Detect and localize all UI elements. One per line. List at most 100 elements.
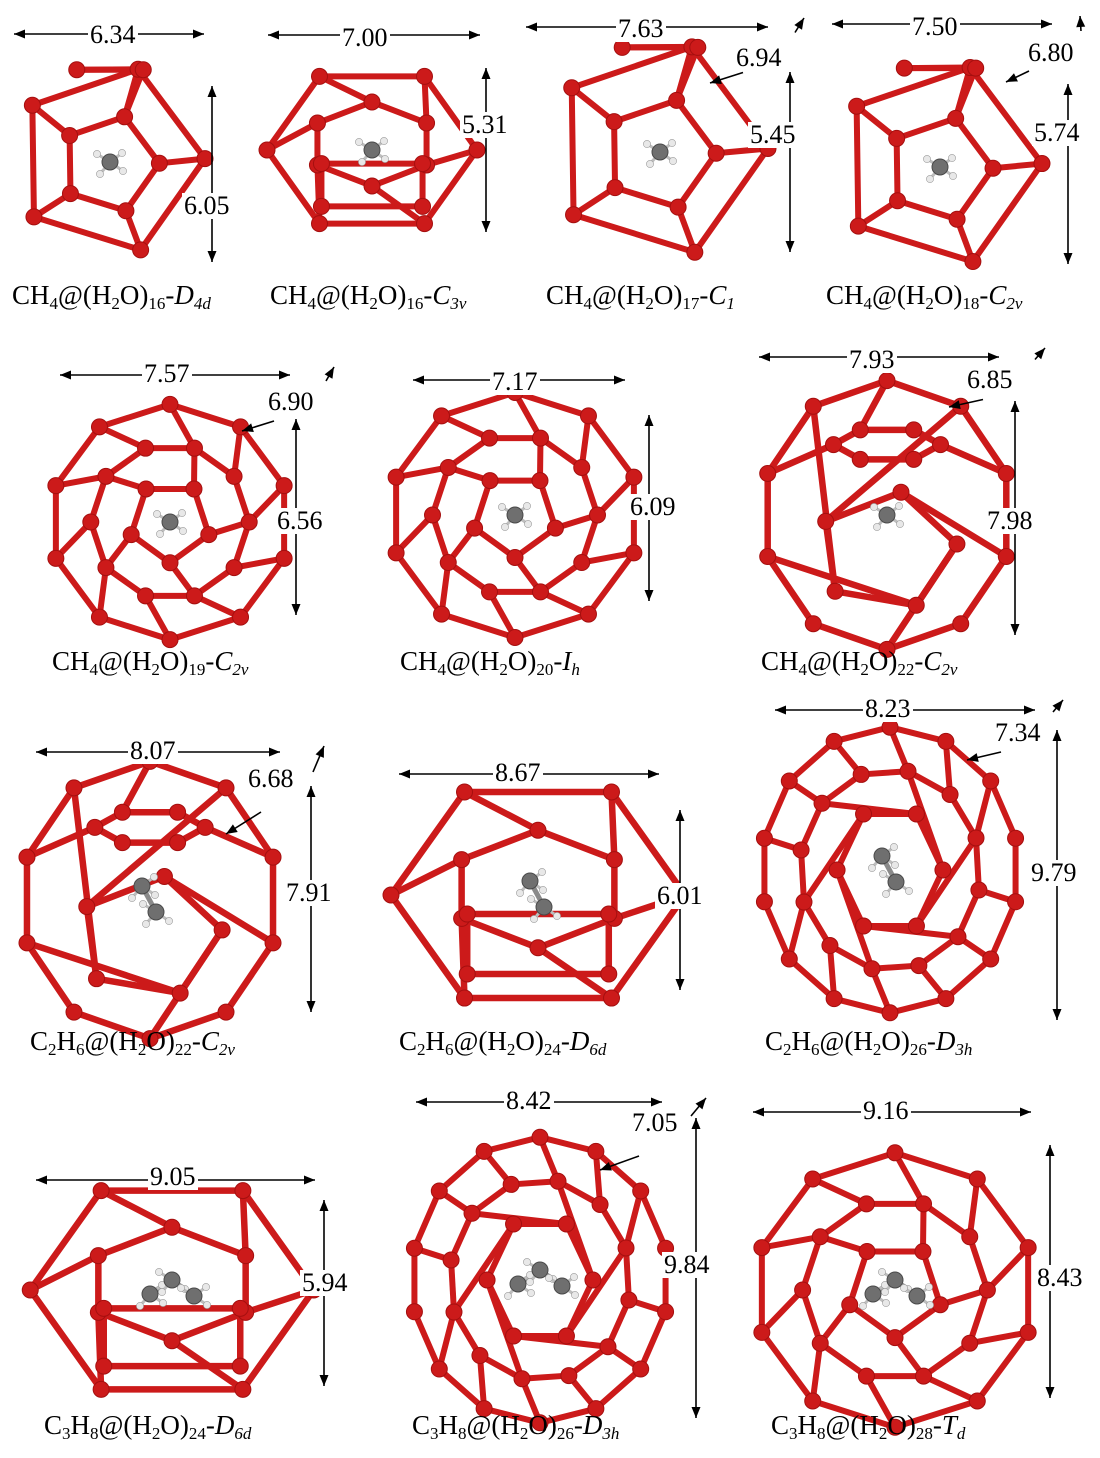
width-value: 7.63 [616, 14, 666, 43]
formula-part: 22 [174, 1040, 192, 1059]
formula-part: 16 [148, 294, 166, 313]
cage-bond [987, 777, 1019, 842]
water-oxygen-node [196, 818, 214, 836]
water-oxygen-node [632, 1360, 650, 1378]
cage-bond [592, 1148, 644, 1194]
arrow-head [644, 590, 654, 601]
cage-bond [23, 939, 78, 1016]
hydrogen-atom [119, 167, 127, 175]
cage-bond [27, 1187, 105, 1294]
arrow-head [1045, 1145, 1055, 1156]
water-oxygen-node [841, 1296, 859, 1314]
cage-bond [585, 412, 637, 481]
cage-bond [481, 1134, 543, 1155]
cage-bond [568, 43, 695, 91]
formula-part: 2 [151, 1424, 161, 1443]
formula-part: 2 [783, 1040, 792, 1059]
formula-part: h [571, 660, 580, 679]
hydrogen-atom [878, 1268, 886, 1276]
formula-part: 22 [897, 660, 915, 679]
arrow-head [1063, 253, 1073, 264]
water-oxygen-node [439, 554, 457, 572]
water-oxygen-node [964, 253, 982, 271]
hydrogen-atom [646, 160, 654, 168]
cage-bond [969, 160, 1045, 265]
water-oxygen-node [505, 1327, 523, 1345]
cage-bond [537, 588, 592, 618]
water-oxygen-node [825, 732, 843, 750]
hydrogen-atom [151, 891, 159, 899]
water-oxygen-node [587, 1400, 605, 1418]
water-oxygen-node [531, 1414, 549, 1432]
water-oxygen-node [232, 608, 250, 626]
water-oxygen-node [161, 631, 179, 649]
water-oxygen-node [68, 61, 86, 79]
carbon-atom [101, 153, 119, 171]
hydrogen-atom [926, 175, 934, 183]
cage-bond [122, 160, 163, 214]
arrow-head [269, 747, 280, 757]
water-oxygen-node [968, 1170, 986, 1188]
formula-part: 8 [90, 1424, 99, 1443]
hydrogen-atom [895, 502, 903, 510]
cage-bond [423, 147, 480, 168]
formula-part: 18 [962, 294, 980, 313]
cage-bond [96, 401, 173, 430]
water-oxygen-node [163, 1332, 181, 1350]
water-oxygen-node [931, 1296, 949, 1314]
formula-part: 2 [137, 1040, 147, 1059]
depth-value: 6.68 [246, 764, 296, 793]
cage-bond [761, 898, 793, 963]
arrow-head [526, 22, 537, 32]
formula-part: H [425, 1026, 446, 1056]
water-oxygen-node [589, 506, 606, 524]
formula-part: 3 [62, 1424, 71, 1443]
cage-bond [920, 1373, 981, 1404]
water-oxygen-node [232, 418, 250, 436]
cage-bond [764, 553, 920, 609]
formula-part: H [438, 1410, 459, 1440]
water-oxygen-node [657, 1303, 675, 1321]
cage-bond [458, 915, 542, 952]
cage-label: CH4@(H2O)20-Ih [400, 646, 580, 679]
water-oxygen-node [889, 192, 907, 210]
cage-bond [920, 1200, 973, 1240]
water-oxygen-node [984, 159, 1002, 177]
formula-part: 4 [437, 660, 447, 679]
cage-bond [937, 441, 1010, 477]
cage-bond [758, 1233, 824, 1251]
arrow-head [1045, 1387, 1055, 1398]
water-oxygen-node [907, 805, 925, 823]
cage-bond [476, 1352, 488, 1412]
cage-bond [585, 549, 637, 618]
hydrogen-atom [202, 1283, 210, 1291]
arrow-head [1006, 73, 1018, 82]
arrow-head [207, 251, 217, 262]
arrow-head [279, 370, 290, 380]
cage-bond [853, 103, 900, 142]
water-oxygen-node [78, 898, 96, 916]
water-oxygen-node [150, 154, 168, 172]
cage-bond [421, 147, 480, 227]
water-oxygen-node [418, 114, 436, 132]
cage-bond [534, 915, 618, 952]
hydrogen-atom [896, 520, 904, 528]
depth-value: 7.05 [630, 1108, 680, 1137]
cage-bond [984, 1244, 1032, 1293]
formula-part: 4 [583, 294, 593, 313]
water-oxygen-node [603, 989, 620, 1007]
cage-bond [612, 184, 682, 211]
cage-bond [673, 44, 701, 104]
water-oxygen-node [952, 615, 970, 633]
hydrogen-atom [498, 503, 506, 511]
formula-part: CH [400, 646, 438, 676]
carbon-atom [535, 898, 553, 916]
cage-bond [809, 1397, 898, 1431]
cage-bond [863, 1373, 898, 1431]
water-oxygen-node [600, 965, 618, 983]
hydrogen-atom [155, 1268, 163, 1276]
cage-bond [393, 549, 445, 618]
cage-bond [534, 944, 615, 1002]
depth-value: 6.90 [266, 387, 316, 416]
cage-bond [919, 1248, 944, 1308]
